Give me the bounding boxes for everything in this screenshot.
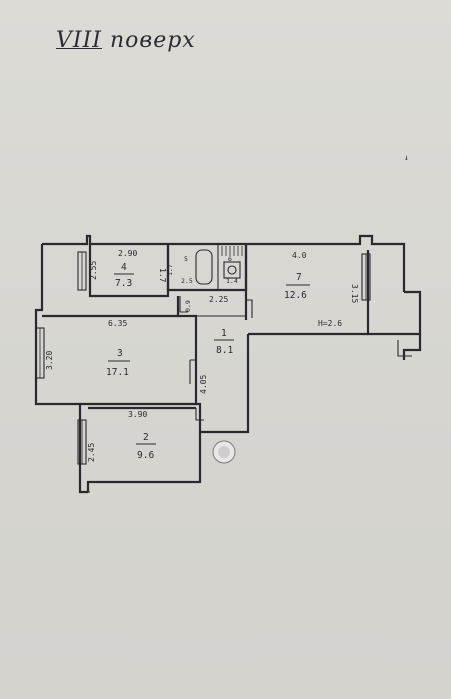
room-2-number: 2 bbox=[143, 432, 149, 443]
dim-r3-height: 3.20 bbox=[45, 351, 54, 370]
floor-number: VIII bbox=[56, 28, 102, 53]
room-4-area: 7.3 bbox=[115, 278, 132, 289]
room-5-area: 2.5 bbox=[181, 277, 193, 285]
room-2-area: 9.6 bbox=[137, 450, 154, 461]
dim-r4-height: 2.55 bbox=[89, 261, 98, 280]
dim-hall-small: 0.9 bbox=[184, 300, 192, 312]
room-1-number: 1 bbox=[221, 328, 227, 339]
room-3-area: 17.1 bbox=[106, 367, 129, 378]
dim-r2-width: 3.90 bbox=[128, 410, 147, 419]
dim-r2-height: 2.45 bbox=[87, 443, 96, 462]
dim-hall-height: 4.05 bbox=[199, 375, 208, 394]
room-3-number: 3 bbox=[117, 348, 123, 359]
windows bbox=[35, 251, 371, 465]
room-4-number: 4 bbox=[121, 262, 127, 273]
dim-r7-height: 3.15 bbox=[350, 284, 359, 303]
ceiling-height: H=2.6 bbox=[318, 319, 342, 328]
room-6-area: 1.4 bbox=[226, 277, 238, 285]
room-5-number: 5 bbox=[184, 255, 188, 263]
floor-word: поверх bbox=[109, 28, 196, 53]
stamp-mark bbox=[212, 440, 236, 464]
margin-mark: ↓ bbox=[404, 153, 409, 162]
dim-hall-width: 2.25 bbox=[209, 295, 228, 304]
dimension-labels: 2.90 2.55 1.7 1.7 6.35 3.20 3.90 2.45 2.… bbox=[45, 249, 359, 462]
room-6-number: 6 bbox=[228, 255, 232, 263]
dim-r4-side: 1.7 bbox=[158, 268, 167, 283]
floor-title: VIII поверх bbox=[56, 28, 196, 53]
dim-wc-height: 1.7 bbox=[166, 264, 174, 276]
dim-r4-width: 2.90 bbox=[118, 249, 137, 258]
doors bbox=[179, 296, 253, 421]
room-1-area: 8.1 bbox=[216, 345, 233, 356]
dim-r7-width: 4.0 bbox=[292, 251, 307, 260]
outer-walls bbox=[34, 234, 422, 494]
room-7-number: 7 bbox=[296, 272, 302, 283]
room-7-area: 12.6 bbox=[284, 290, 307, 301]
room-labels: 4 7.3 3 17.1 2 9.6 1 8.1 7 12.6 5 2.5 6 … bbox=[106, 255, 310, 461]
fixtures bbox=[195, 246, 243, 285]
dim-r3-width: 6.35 bbox=[108, 319, 127, 328]
